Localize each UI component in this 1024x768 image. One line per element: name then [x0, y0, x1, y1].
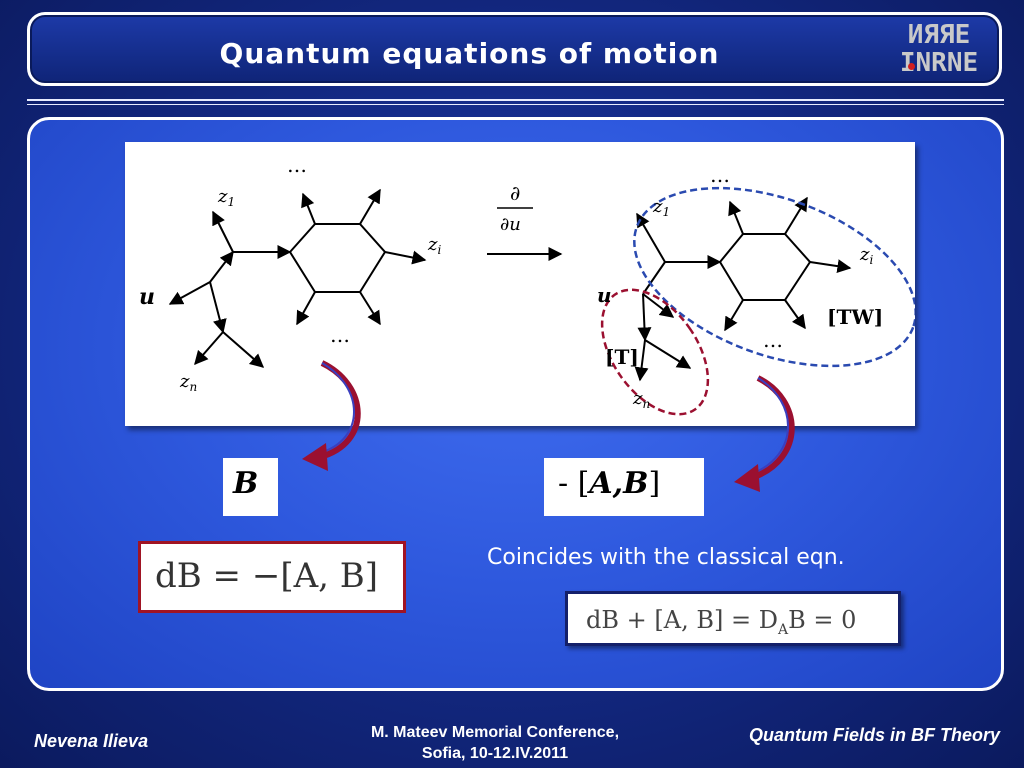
- tw-ring: [633, 186, 915, 368]
- classical-equation: dB + [A, B] = DAB = 0: [565, 591, 901, 646]
- inrne-logo: ИЯЯЕ INRNE: [893, 21, 985, 83]
- left-zn-label: zn: [179, 371, 197, 394]
- footer-topic: Quantum Fields in BF Theory: [748, 725, 1000, 745]
- classical-equation-tail: B = 0: [788, 606, 857, 634]
- footer-conference-line-2: Sofia, 10-12.IV.2011: [421, 745, 569, 762]
- label-commutator-body: A,B: [589, 466, 649, 501]
- label-commutator: - [A,B]: [544, 458, 704, 516]
- footer-conference: M. Mateev Memorial Conference, Sofia, 10…: [330, 722, 660, 764]
- logo-line-1: ИЯЯЕ: [907, 20, 971, 50]
- label-commutator-suffix: ]: [648, 466, 661, 501]
- left-u-label: u: [139, 284, 155, 310]
- left-z1-label: z1: [217, 186, 235, 209]
- curved-arrow-right-icon: [734, 375, 795, 492]
- label-b: B: [223, 458, 278, 516]
- derivative-denominator: ∂u: [500, 214, 521, 235]
- label-commutator-prefix: - [: [558, 466, 590, 501]
- right-dots-top: …: [710, 163, 730, 187]
- left-zi-label: zi: [427, 234, 441, 257]
- divider-bottom: [27, 104, 1004, 105]
- left-dots-top: …: [287, 153, 307, 177]
- right-z1-label: z1: [652, 196, 670, 219]
- title-bar: Quantum equations of motion ИЯЯЕ INRNE: [27, 12, 1002, 86]
- classical-equation-sub: A: [777, 621, 789, 638]
- slide-title: Quantum equations of motion: [219, 37, 720, 70]
- t-label: [T]: [605, 345, 639, 369]
- divider-top: [27, 99, 1004, 101]
- left-dots-bottom: …: [330, 323, 350, 347]
- right-zi-label: zi: [859, 244, 873, 267]
- feynman-diagram: z1 zi zn u … … ∂ ∂u z1 zi zn u: [125, 142, 915, 426]
- coincides-text: Coincides with the classical eqn.: [487, 545, 845, 570]
- t-ring: [600, 288, 710, 416]
- tw-label: [TW]: [827, 305, 883, 329]
- right-tree: [634, 196, 852, 382]
- derivative-numerator: ∂: [510, 181, 520, 205]
- logo-dot-icon: [908, 63, 915, 70]
- footer-conference-line-1: M. Mateev Memorial Conference,: [370, 724, 620, 741]
- right-zn-label: zn: [632, 388, 650, 411]
- curved-arrow-left-icon: [302, 360, 361, 471]
- right-u-label: u: [597, 283, 612, 307]
- quantum-equation: dB = −[A, B]: [138, 541, 406, 613]
- footer-author: Nevena Ilieva: [34, 731, 149, 751]
- logo-line-2: INRNE: [899, 48, 979, 78]
- left-tree: [168, 188, 427, 368]
- classical-equation-main: dB + [A, B] = D: [586, 606, 778, 634]
- right-dots-bottom: …: [763, 328, 783, 352]
